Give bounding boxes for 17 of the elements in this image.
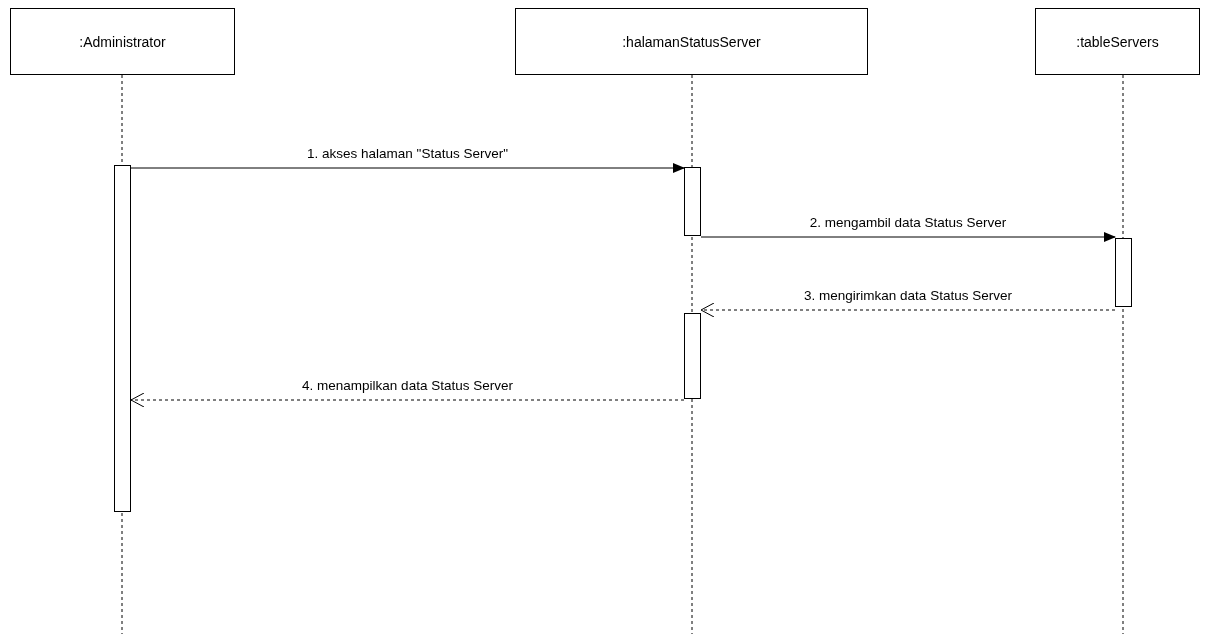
object-name: :tableServers: [1076, 33, 1159, 50]
return-message-arrow: [700, 302, 1116, 318]
message-arrow: [700, 232, 1116, 242]
object-name: :halamanStatusServer: [622, 33, 761, 50]
return-message-arrow: [130, 392, 685, 408]
lifeline-head-box: [515, 8, 868, 75]
activation-bar: [684, 313, 701, 399]
activation-bar: [114, 165, 131, 512]
message-label: 4. menampilkan data Status Server: [302, 378, 513, 394]
lifeline-head-box: [10, 8, 235, 75]
message-arrow: [130, 163, 685, 173]
object-name: :Administrator: [79, 33, 166, 50]
activation-bar: [684, 167, 701, 236]
message-label: 2. mengambil data Status Server: [809, 215, 1007, 231]
message-label: 3. mengirimkan data Status Server: [804, 288, 1012, 304]
activation-bar: [1115, 238, 1132, 307]
lifeline-head-box: [1035, 8, 1200, 75]
